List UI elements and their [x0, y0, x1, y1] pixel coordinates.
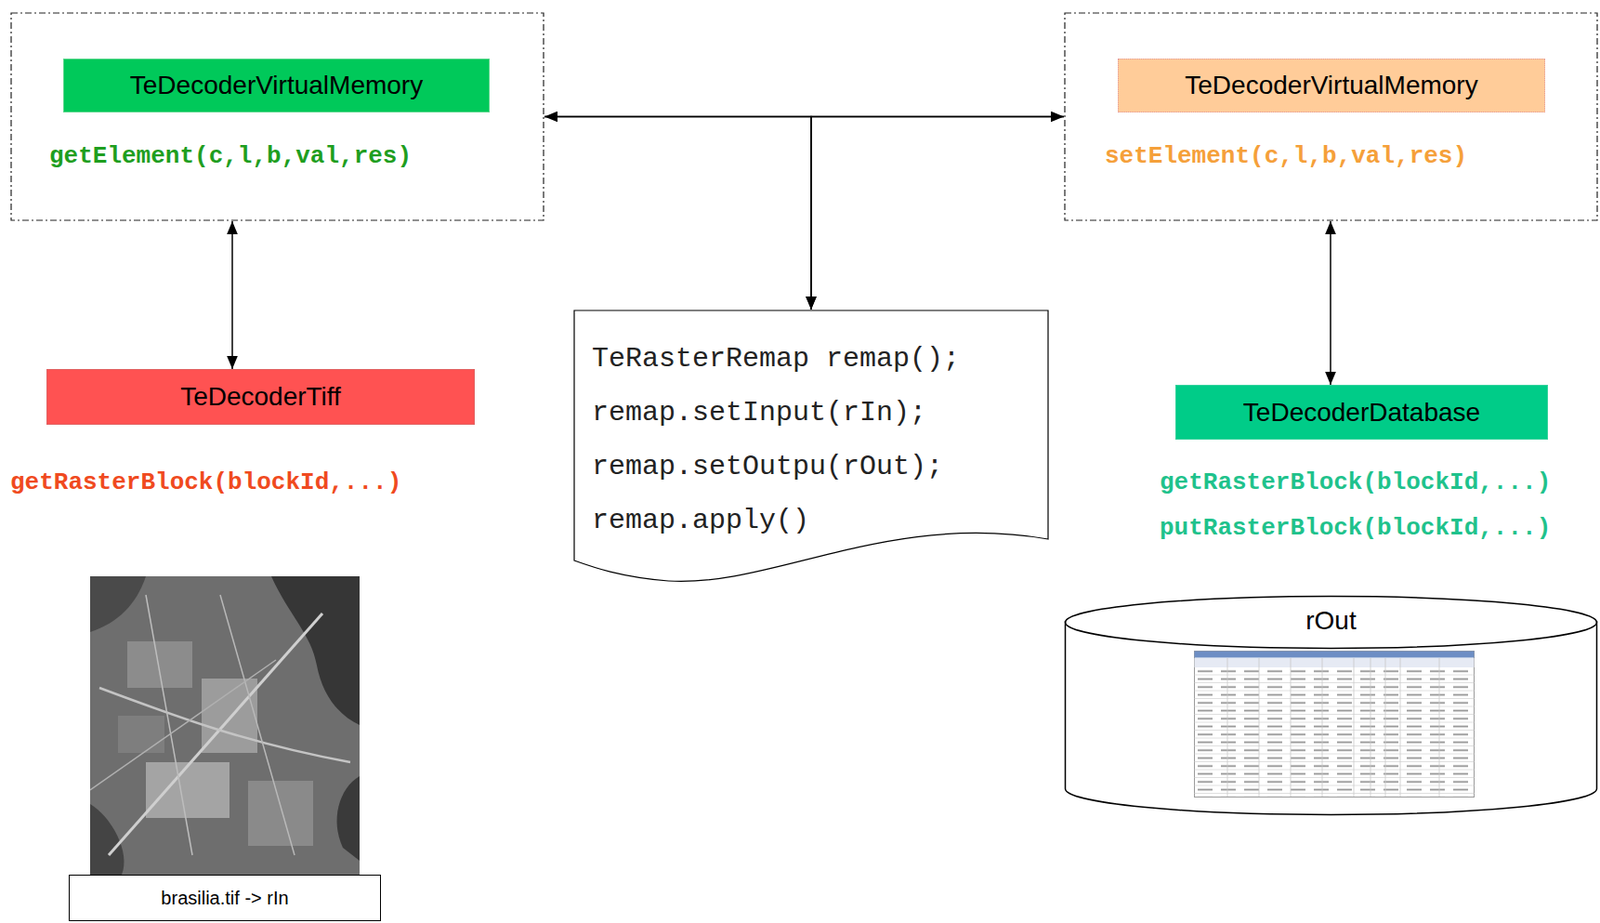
table-screenshot: [1193, 650, 1475, 798]
class-box: TeDecoderVirtualMemory: [1117, 58, 1546, 113]
lake-area: [90, 803, 124, 875]
code-line: remap.setOutpu(rOut);: [591, 439, 944, 494]
lake-area: [337, 775, 360, 861]
table-frame: [1194, 651, 1475, 798]
road: [108, 613, 323, 855]
urban-patch: [127, 641, 193, 688]
node-title: rOut: [1305, 605, 1356, 636]
node-title: brasilia.tif -> rIn: [160, 886, 289, 909]
method-signature: putRasterBlock(blockId,...): [1159, 513, 1551, 542]
table-column-lines: [1227, 657, 1440, 797]
urban-patch: [248, 780, 314, 846]
method-signature: getElement(c,l,b,val,res): [49, 142, 412, 171]
connector-arrow: [544, 117, 812, 311]
dash-dot-frame: [1064, 13, 1598, 221]
method-signature: getRasterBlock(blockId,...): [10, 468, 402, 497]
class-box: TeDecoderDatabase: [1175, 384, 1548, 440]
node-title: TeDecoderVirtualMemory: [1184, 69, 1478, 102]
image-ground: [90, 576, 360, 875]
node-outline: [1063, 12, 1599, 222]
connector-arrow: [811, 117, 1064, 311]
connector-arrow: [231, 221, 234, 369]
urban-patch: [118, 715, 165, 753]
dash-dot-frame: [11, 13, 544, 221]
cylinder-body: [1065, 620, 1598, 815]
dark-area: [90, 576, 146, 632]
road: [99, 687, 351, 762]
label-anchor: getRasterBlock(blockId,...): [1159, 468, 1551, 497]
lake-area: [271, 576, 360, 725]
label-anchor: putRasterBlock(blockId,...): [1159, 513, 1551, 542]
code-line: remap.setInput(rIn);: [591, 385, 927, 440]
class-box: TeDecoderVirtualMemory: [63, 58, 490, 113]
cylinder-top: [1065, 596, 1598, 649]
satellite-image: [90, 576, 360, 875]
node-title: TeDecoderTiff: [180, 380, 341, 413]
label-anchor: getRasterBlock(blockId,...): [10, 468, 402, 497]
component-group: setElement(c,l,b,val,res) TeDecoderVirtua…: [1063, 12, 1599, 222]
component-group: getElement(c,l,b,val,res) TeDecoderVirtua…: [10, 12, 545, 222]
method-signature: getRasterBlock(blockId,...): [1159, 468, 1551, 497]
code-line: TeRasterRemap remap();: [591, 331, 960, 386]
node-title: TeDecoderDatabase: [1243, 396, 1481, 429]
road: [145, 594, 193, 855]
node-title: TeDecoderVirtualMemory: [130, 69, 423, 102]
code-line: remap.apply(): [591, 493, 810, 548]
urban-patch: [145, 761, 230, 818]
note-shape: [574, 310, 1049, 581]
node-outline: [10, 12, 545, 222]
class-box: TeDecoderTiff: [46, 368, 475, 425]
table-header: [1194, 657, 1475, 668]
code-note: TeRasterRemap remap();remap.setInput(rIn…: [573, 309, 1050, 584]
connector-arrow: [1329, 221, 1332, 385]
caption-box: brasilia.tif -> rIn: [68, 874, 381, 921]
road: [220, 594, 295, 855]
database-cylinder: rOut: [1063, 594, 1599, 816]
table-title-bar: [1194, 651, 1475, 658]
table-body: [1194, 667, 1475, 797]
method-signature: setElement(c,l,b,val,res): [1104, 142, 1468, 171]
road: [90, 659, 276, 790]
